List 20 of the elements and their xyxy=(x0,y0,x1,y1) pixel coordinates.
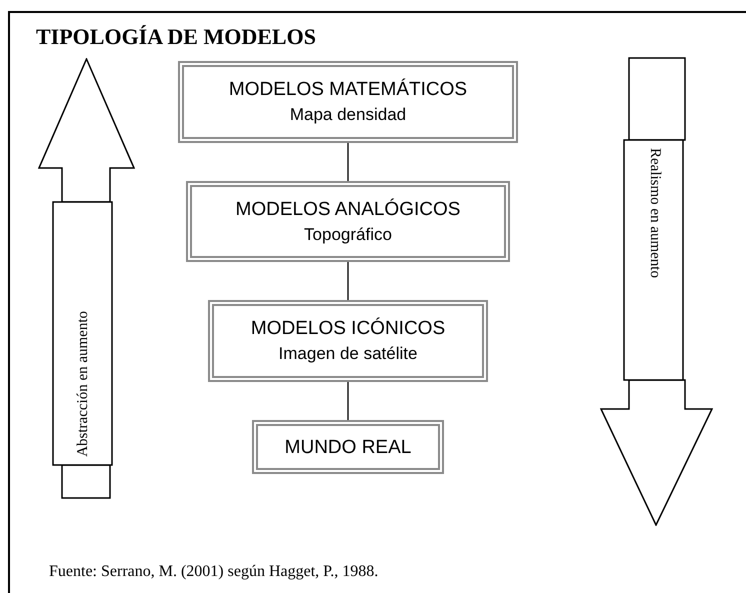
connector-line xyxy=(347,143,349,181)
model-box xyxy=(178,61,518,143)
up-arrow xyxy=(38,58,135,499)
arrow-label: Abstracción en aumento xyxy=(75,311,92,457)
box-heading: MODELOS ICÓNICOS xyxy=(250,316,446,341)
model-box xyxy=(252,420,444,474)
model-box xyxy=(208,300,488,382)
connector-line xyxy=(347,382,349,420)
model-box xyxy=(186,181,510,262)
box-heading: MODELOS MATEMÁTICOS xyxy=(228,78,468,102)
arrow-label: Realismo en aumento xyxy=(646,148,663,278)
box-heading: MUNDO REAL xyxy=(284,436,412,460)
diagram-title: TIPOLOGÍA DE MODELOS xyxy=(36,24,316,50)
box-subtitle: Mapa densidad xyxy=(290,104,406,126)
box-subtitle: Topográfico xyxy=(304,224,392,246)
source-caption: Fuente: Serrano, M. (2001) según Hagget, P., 1988. xyxy=(49,563,378,581)
box-subtitle: Imagen de satélite xyxy=(278,343,418,365)
down-arrow xyxy=(600,57,713,526)
box-heading: MODELOS ANALÓGICOS xyxy=(236,198,460,222)
connector-line xyxy=(347,262,349,300)
